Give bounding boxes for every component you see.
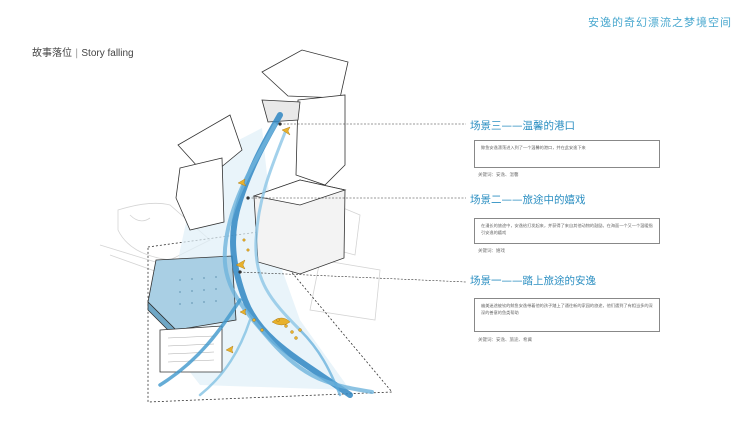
- section-label: 故事落位|Story falling: [32, 44, 134, 59]
- scene-3-title: 场景三——温馨的港口: [470, 120, 575, 132]
- section-separator: |: [75, 48, 79, 59]
- scene-2-description: 在漫长的旅途中，安逸给打发起来，并获得了来自其他动物的鼓励。在海面一个又一个温暖…: [474, 218, 660, 244]
- section-title-en: Story falling: [81, 48, 134, 59]
- building-top: [261, 49, 349, 186]
- scene-3-description: 鲸鱼安逸漂荡进入到了一个温馨的港口，并在此安逸下来: [474, 140, 660, 168]
- fish-icons: [225, 126, 302, 354]
- scene-2-keywords: 关键词：嬉戏: [478, 249, 505, 254]
- grid-pattern: [179, 276, 217, 305]
- building-bottom: [147, 255, 237, 373]
- slide-title: 安逸的奇幻漂流之梦境空间: [588, 16, 732, 29]
- scene-1-keywords: 关键词：安逸、旅途、希冀: [478, 338, 532, 343]
- leader-dots: [238, 122, 282, 274]
- scene-2-title: 场景二——旅途中的嬉戏: [470, 194, 586, 206]
- scene-1-title: 场景一——踏上旅途的安逸: [470, 275, 596, 287]
- scene-1-description: 幽美迷途被钦的鲸鱼安逸带着他的孩子踏上了通往新的家园的旅途，他们遇到了有相当多的…: [474, 298, 660, 332]
- scene-3-keywords: 关键词：安逸、温馨: [478, 173, 519, 178]
- building-mid: [175, 114, 347, 275]
- section-title-cn: 故事落位: [32, 48, 72, 59]
- leader-lines: [239, 123, 467, 283]
